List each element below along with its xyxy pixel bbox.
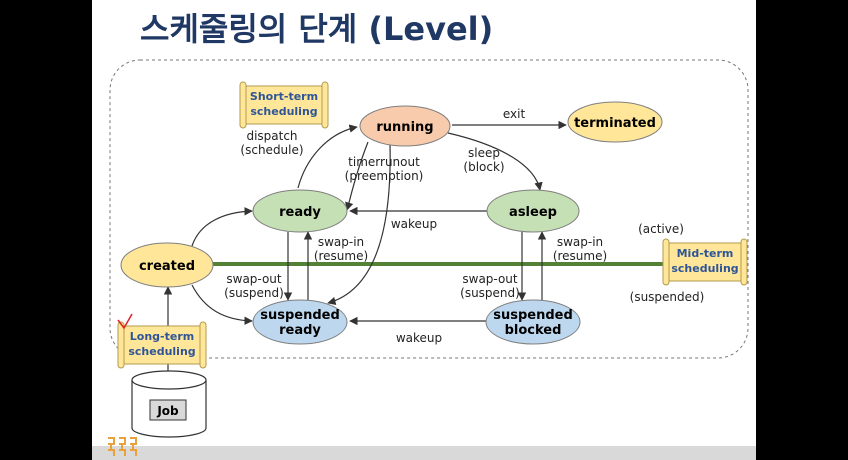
arrow-created-to-ready xyxy=(191,207,253,247)
node-suspended-blocked-label-2: blocked xyxy=(505,323,562,338)
bottom-bar xyxy=(92,446,756,460)
node-created: created xyxy=(120,242,214,288)
node-running-label: running xyxy=(376,120,433,135)
label-swapin-right-2: (resume) xyxy=(553,249,607,263)
node-suspended-ready-label-2: ready xyxy=(279,323,321,338)
node-ready-label: ready xyxy=(279,205,321,220)
node-terminated: terminated xyxy=(567,101,663,143)
node-suspended-ready-label-1: suspended xyxy=(260,308,340,323)
short-term-label-1: Short-term xyxy=(250,90,318,103)
label-swapin-left-1: swap-in xyxy=(318,235,364,249)
arrow-sleep xyxy=(447,132,543,191)
mid-term-label-1: Mid-term xyxy=(677,247,734,260)
node-suspended-blocked-label-1: suspended xyxy=(493,308,573,323)
label-swapout-left-2: (suspend) xyxy=(224,286,284,300)
label-wakeup-bottom: wakeup xyxy=(396,331,442,345)
node-suspended-ready: suspended ready xyxy=(252,299,348,345)
label-swapout-left-1: swap-out xyxy=(226,272,282,286)
node-created-label: created xyxy=(139,259,195,274)
node-asleep: asleep xyxy=(486,189,580,233)
long-term-label-2: scheduling xyxy=(128,345,195,358)
arrow-dispatch xyxy=(297,124,358,189)
label-wakeup-top: wakeup xyxy=(391,217,437,231)
label-timer-2: (preemption) xyxy=(345,169,424,183)
short-term-label-2: scheduling xyxy=(250,105,317,118)
system-boundary xyxy=(109,59,749,359)
short-term-scheduling-scroll: Short-term scheduling xyxy=(239,81,329,129)
label-swapin-left-2: (resume) xyxy=(314,249,368,263)
label-timer-1: timerrunout xyxy=(348,155,420,169)
label-dispatch-1: dispatch xyxy=(246,129,297,143)
job-label: Job xyxy=(156,404,179,418)
node-asleep-label: asleep xyxy=(509,205,557,220)
arrow-created-to-suspended xyxy=(191,284,253,325)
long-term-scheduling-scroll: Long-term scheduling xyxy=(117,321,207,369)
mid-term-label-2: scheduling xyxy=(671,262,738,275)
arrow-timerrunout xyxy=(345,141,369,211)
label-swapout-right-2: (suspend) xyxy=(460,286,520,300)
logo-icon xyxy=(108,437,137,456)
edge-labels: exit dispatch (schedule) timerrunout (pr… xyxy=(224,107,704,345)
label-sleep-2: (block) xyxy=(463,160,504,174)
label-dispatch-2: (schedule) xyxy=(240,143,303,157)
label-suspended: (suspended) xyxy=(630,290,705,304)
arrow-running-to-suspended xyxy=(327,143,391,306)
mid-term-scheduling-scroll: Mid-term scheduling xyxy=(662,238,748,286)
label-exit: exit xyxy=(503,107,526,121)
long-term-label-1: Long-term xyxy=(130,330,194,343)
node-running: running xyxy=(359,105,451,147)
node-ready: ready xyxy=(252,189,348,233)
job-database: Job xyxy=(131,370,207,438)
label-active: (active) xyxy=(638,222,684,236)
check-icon xyxy=(117,313,133,330)
label-swapin-right-1: swap-in xyxy=(557,235,603,249)
label-sleep-1: sleep xyxy=(468,146,500,160)
node-terminated-label: terminated xyxy=(574,116,656,131)
node-suspended-blocked: suspended blocked xyxy=(485,299,581,345)
page-title: 스케줄링의 단계 (Level) xyxy=(140,10,493,48)
transition-arrows xyxy=(163,120,567,374)
label-swapout-right-1: swap-out xyxy=(462,272,518,286)
